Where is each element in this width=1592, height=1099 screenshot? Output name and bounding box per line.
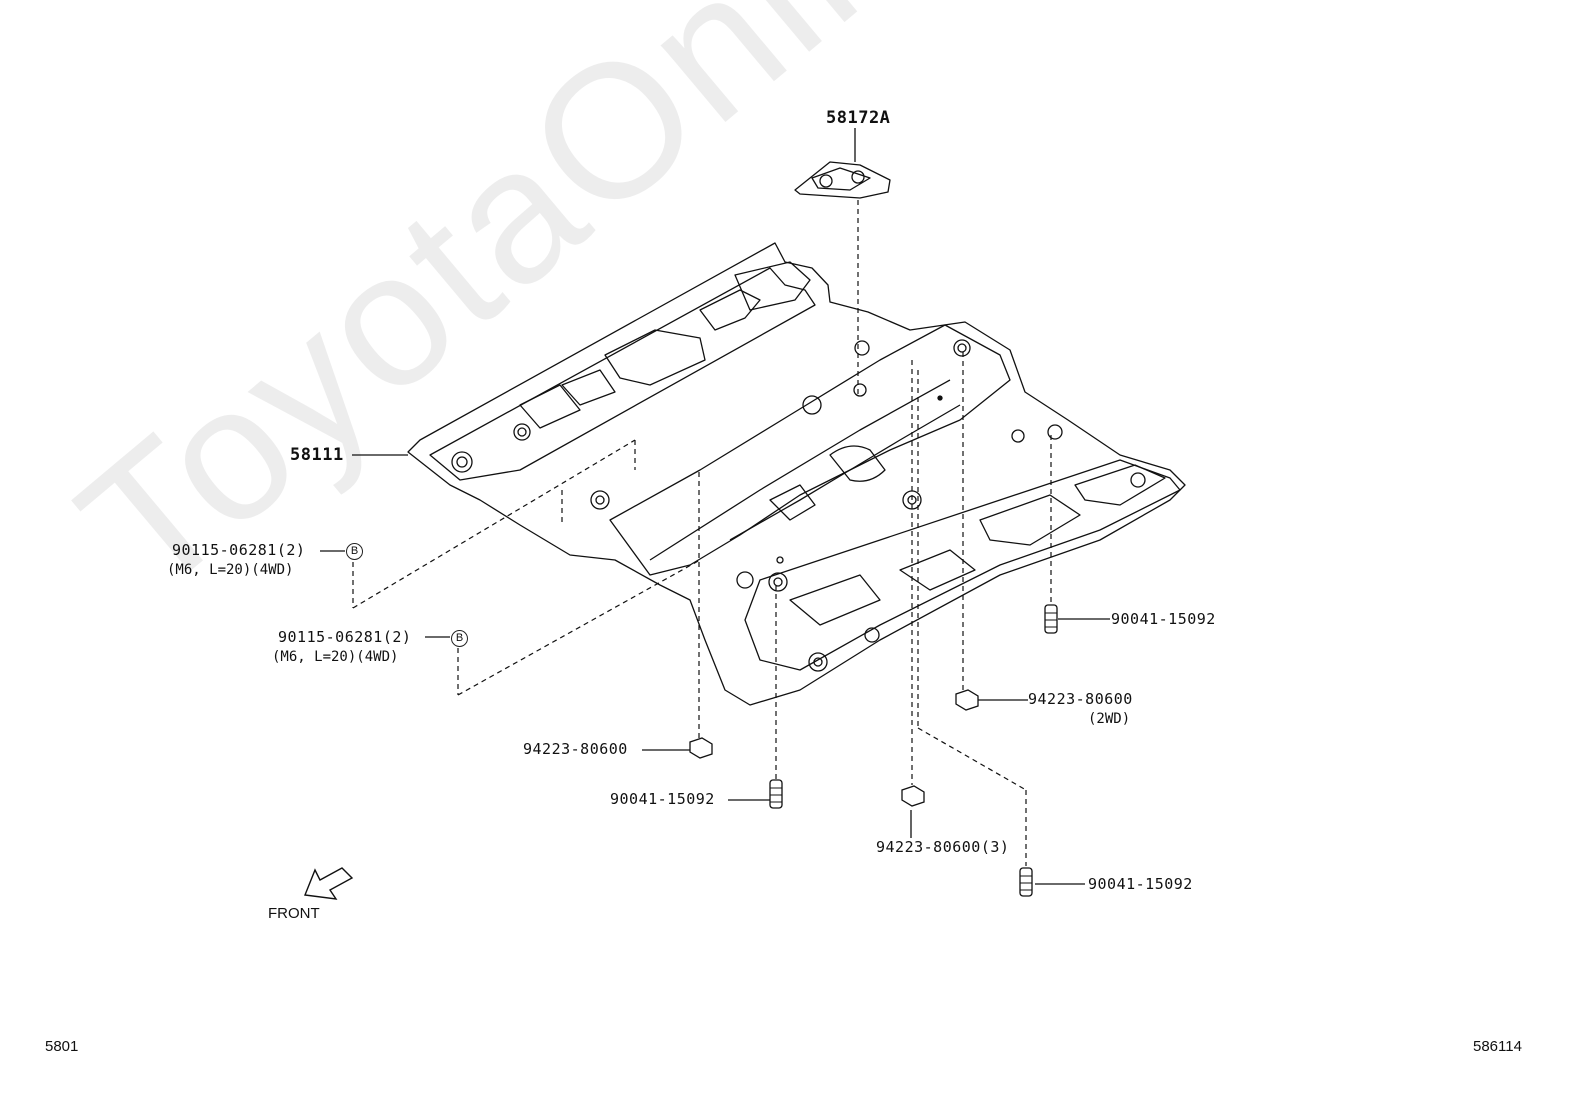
label-nut-center: 94223-80600(3): [876, 838, 1010, 856]
label-bolt-left-1: 90115-06281(2): [172, 541, 306, 559]
plug-right-lower: [1019, 867, 1033, 897]
label-plug-center-left: 90041-15092: [610, 790, 715, 808]
label-bolt-left-2: 90115-06281(2): [278, 628, 412, 646]
label-plug-right-lower: 90041-15092: [1088, 875, 1193, 893]
callout-b-2: B: [451, 630, 468, 647]
floor-pan-outline: [407, 242, 1186, 706]
square-nut-center-left: [689, 737, 713, 759]
bracket-58172A: [794, 161, 891, 199]
label-nut-right-spec: (2WD): [1088, 711, 1131, 727]
footer-right-code: 586114: [1473, 1038, 1522, 1055]
square-nut-right: [955, 689, 979, 711]
plug-center-left: [769, 779, 783, 809]
label-nut-center-left: 94223-80600: [523, 740, 628, 758]
footer-left-code: 5801: [45, 1038, 79, 1055]
label-58172A: 58172A: [826, 108, 891, 128]
label-plug-right-upper: 90041-15092: [1111, 610, 1216, 628]
label-bolt-left-2-spec: (M6, L=20)(4WD): [272, 649, 399, 665]
square-nut-center: [901, 785, 925, 807]
front-arrow-icon: [304, 867, 354, 900]
plug-right-upper: [1044, 604, 1058, 634]
label-58111: 58111: [290, 445, 344, 465]
label-bolt-left-1-spec: (M6, L=20)(4WD): [167, 562, 294, 578]
label-nut-right: 94223-80600: [1028, 690, 1133, 708]
label-front: FRONT: [268, 905, 320, 922]
callout-b-1: B: [346, 543, 363, 560]
